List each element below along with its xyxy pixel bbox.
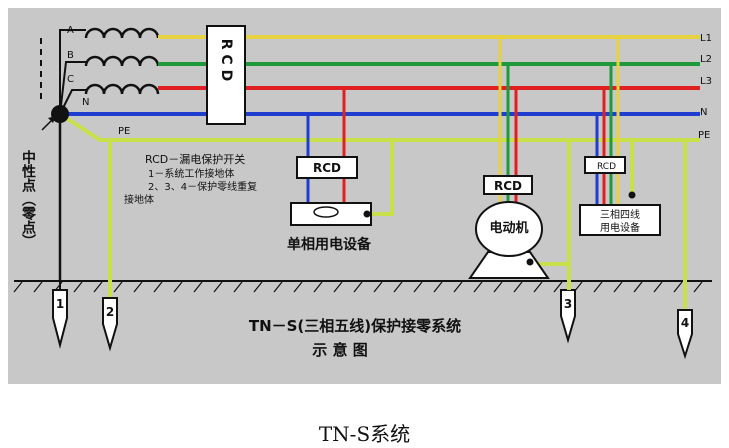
single-phase-device-label: 单相用电设备 [287, 236, 372, 253]
neutral-point-dot [51, 105, 69, 123]
diagram-panel [8, 8, 721, 384]
single-phase-device-oval [313, 206, 339, 218]
motor-label: 电动机 [489, 220, 528, 236]
ground-electrode-3 [560, 289, 576, 344]
ground-number-3: 3 [564, 297, 572, 311]
ground-hatch [13, 281, 703, 293]
single-phase-rcd-label: RCD [313, 161, 341, 175]
motor-rcd-box [483, 175, 533, 195]
line-label-l1: L1 [700, 33, 712, 44]
diagram-title-line-2: 示 意 图 [312, 341, 367, 359]
line-label-l3: L3 [700, 76, 712, 87]
single-phase-rcd-box [296, 156, 358, 179]
motor-rcd-label: RCD [494, 179, 522, 193]
tp-device-box [579, 204, 661, 236]
ground-electrode-4 [677, 309, 693, 360]
single-phase-pe-dot [363, 210, 371, 218]
line-label-n: N [700, 107, 707, 118]
star-wire-b [59, 61, 86, 115]
diagram-title-line-1: TN－S(三相五线)保护接零系统 [249, 317, 461, 335]
single-phase-pe-wire [368, 140, 394, 216]
ground-electrode-2 [102, 297, 118, 352]
ground-electrode-1 [52, 289, 68, 349]
ground-number-4: 4 [681, 316, 689, 330]
phase-label-a: A [67, 25, 74, 36]
tp-device-label-1: 三相四线 [600, 208, 640, 221]
neutral-point-label: 中性点（零点） [20, 149, 37, 248]
phase-label-c: C [67, 74, 74, 85]
legend-line-3: 2、3、4－保护零线重复 [148, 180, 257, 193]
star-wire-a [59, 29, 86, 114]
motor-body [475, 201, 543, 257]
coil-c [84, 83, 160, 95]
motor-pe-dot [526, 258, 534, 266]
legend-line-2: 1－系统工作接地体 [148, 167, 234, 180]
legend-line-1: RCD－漏电保护开关 [145, 152, 245, 166]
line-label-pe: PE [698, 130, 710, 141]
n-label-left: N [82, 97, 89, 108]
phase-label-b: B [67, 50, 74, 61]
ground-number-2: 2 [106, 305, 114, 319]
main-rcd-box [206, 25, 246, 125]
tp-device-label-2: 用电设备 [600, 221, 640, 234]
tp-rcd-box [584, 156, 626, 174]
ground-number-1: 1 [56, 297, 64, 311]
figure-caption: TN-S系统 [318, 422, 411, 446]
tp-pe-dot [628, 191, 636, 199]
tp-rcd-label: RCD [597, 162, 616, 172]
legend-line-4: 接地体 [124, 193, 154, 206]
coil-b [84, 55, 160, 67]
line-label-l2: L2 [700, 54, 712, 65]
coil-a [84, 27, 160, 39]
main-rcd-label: R C D [218, 39, 234, 81]
pe-label-left: PE [118, 126, 130, 137]
